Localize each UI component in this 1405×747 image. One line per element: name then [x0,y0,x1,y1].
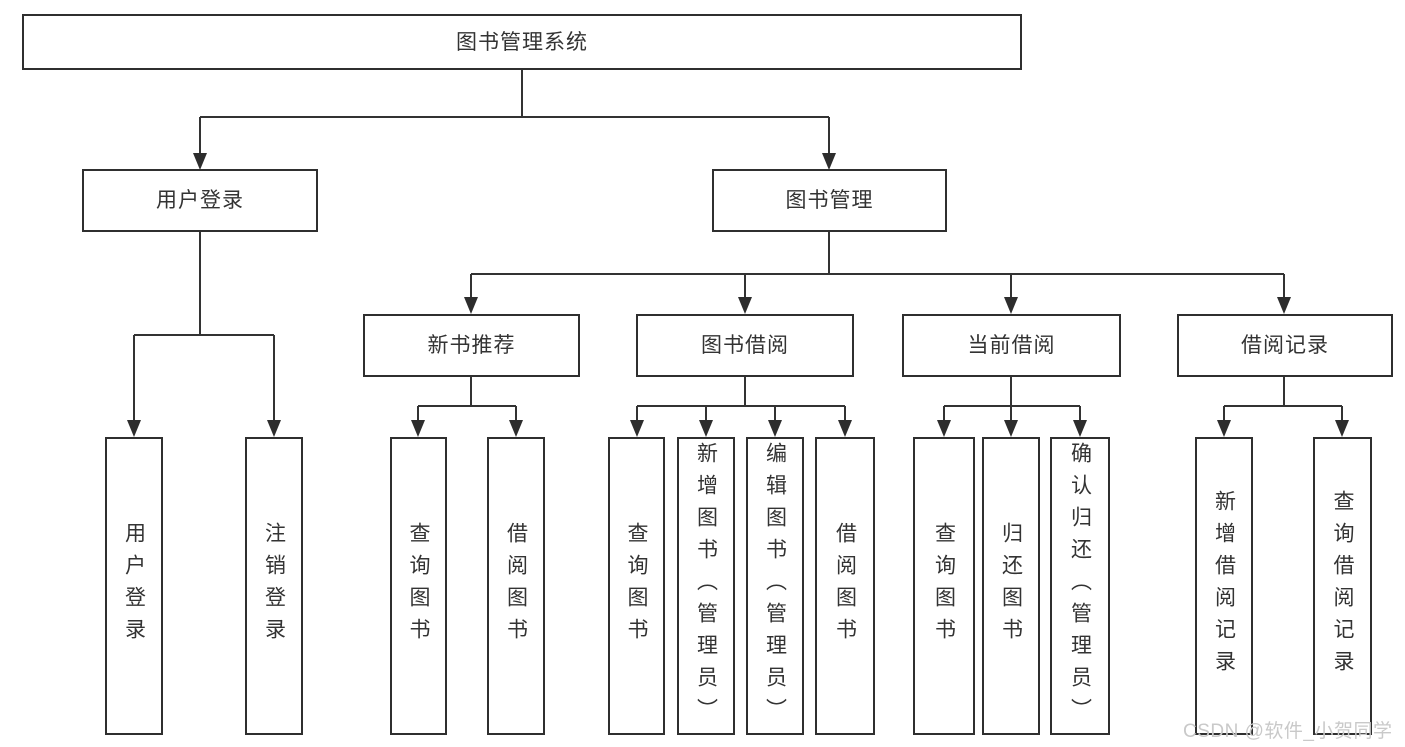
leaf-logout: 注销登录 [245,437,303,735]
leaf-borrow-books-borrowing: 借阅图书 [815,437,875,735]
arrowhead [267,420,281,437]
leaf-borrow-books-recommend: 借阅图书 [487,437,545,735]
arrowhead [1073,420,1087,437]
arrowhead [509,420,523,437]
leaf-query-books-recommend: 查询图书 [390,437,447,735]
arrowhead [411,420,425,437]
arrowhead [1004,420,1018,437]
arrowhead [738,297,752,314]
arrowhead [1004,297,1018,314]
node-current-borrowing: 当前借阅 [902,314,1121,377]
arrowhead [699,420,713,437]
arrowhead [838,420,852,437]
arrowhead [822,153,836,170]
arrowhead [1217,420,1231,437]
arrowhead [1335,420,1349,437]
node-library-management-system: 图书管理系统 [22,14,1022,70]
leaf-query-books-current: 查询图书 [913,437,975,735]
node-user-login: 用户登录 [82,169,318,232]
arrowhead [1277,297,1291,314]
leaf-add-books-admin: 新增图书（管理员） [677,437,735,735]
node-new-book-recommend: 新书推荐 [363,314,580,377]
node-borrowing-records: 借阅记录 [1177,314,1393,377]
leaf-query-borrow-record: 查询借阅记录 [1313,437,1372,735]
leaf-user-login: 用户登录 [105,437,163,735]
arrowhead [937,420,951,437]
arrowhead [630,420,644,437]
csdn-watermark: CSDN @软件_小贺同学 [1183,721,1393,742]
leaf-edit-books-admin: 编辑图书（管理员） [746,437,804,735]
leaf-confirm-return-admin: 确认归还（管理员） [1050,437,1110,735]
arrowhead [127,420,141,437]
leaf-query-books-borrowing: 查询图书 [608,437,665,735]
leaf-return-books: 归还图书 [982,437,1040,735]
arrowhead [768,420,782,437]
arrowhead [464,297,478,314]
arrowhead [193,153,207,170]
node-book-management: 图书管理 [712,169,947,232]
leaf-add-borrow-record: 新增借阅记录 [1195,437,1253,735]
node-book-borrowing: 图书借阅 [636,314,854,377]
